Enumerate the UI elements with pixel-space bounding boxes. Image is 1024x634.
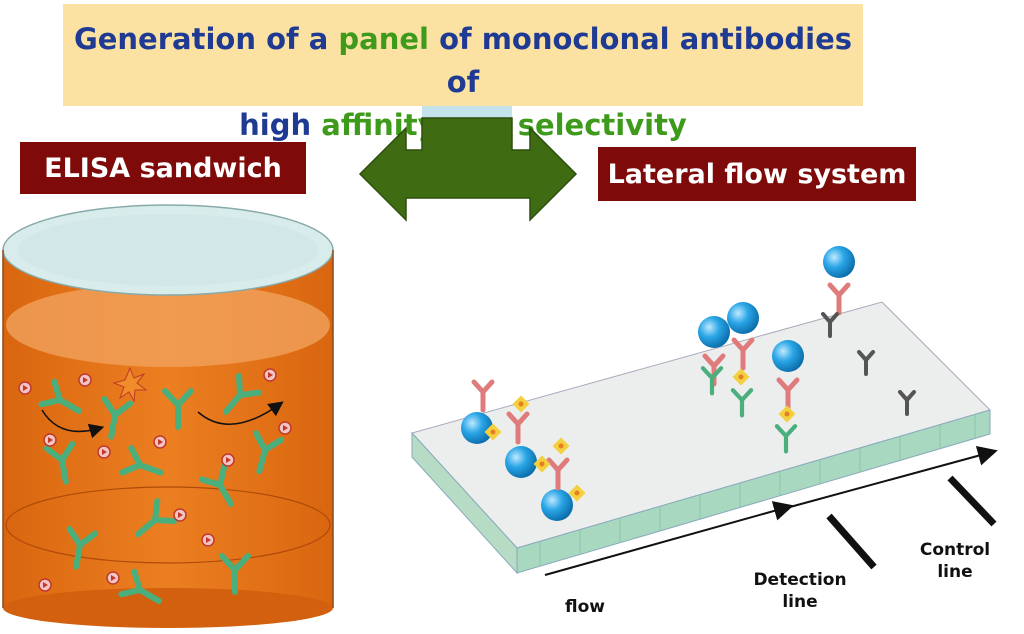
flow-arrow-1 bbox=[544, 501, 794, 576]
title-connector bbox=[422, 106, 512, 118]
control-line-marker bbox=[947, 475, 997, 527]
control-line-caption: Control line bbox=[919, 540, 991, 582]
lateral-flow-strip bbox=[411, 246, 998, 576]
flow-arrow-2 bbox=[789, 446, 998, 508]
detection-line-marker bbox=[826, 513, 877, 570]
detection-line-caption: Detection line bbox=[753, 570, 847, 612]
double-arrow-icon bbox=[358, 117, 578, 222]
gold-bead-icon bbox=[461, 246, 855, 521]
elisa-well bbox=[2, 204, 334, 628]
starburst-icon bbox=[112, 366, 148, 403]
elisa-label: ELISA sandwich bbox=[20, 142, 306, 194]
lateral-flow-label: Lateral flow system bbox=[598, 147, 916, 201]
flow-caption: flow bbox=[565, 597, 605, 617]
title-line-1: Generation of a panel of monoclonal anti… bbox=[73, 22, 853, 99]
